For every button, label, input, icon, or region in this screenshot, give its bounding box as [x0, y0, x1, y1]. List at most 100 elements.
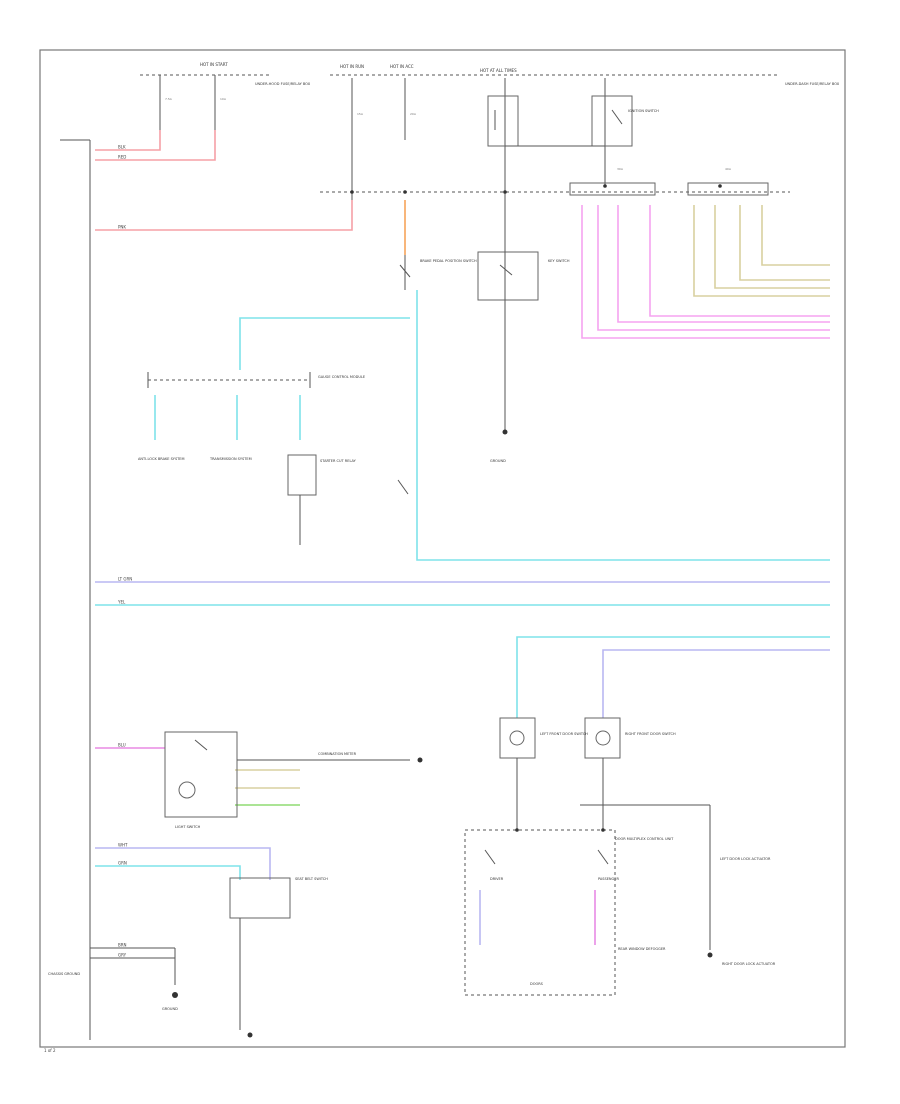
- labels: HOT AT ALL TIMES HOT IN RUN HOT IN ACC H…: [44, 62, 840, 1053]
- label-starter-cut: STARTER CUT RELAY: [320, 459, 357, 463]
- label-key-switch: KEY SWITCH: [548, 259, 570, 263]
- ground-points: [172, 184, 722, 1038]
- conn-box-1: [569, 182, 656, 196]
- label-hot-in-start: HOT IN START: [200, 62, 228, 67]
- lamp-meter: [178, 781, 196, 799]
- ground-dot: [515, 828, 519, 832]
- wire-color-tag: PNK: [118, 225, 126, 230]
- khaki-wire-4: [761, 205, 830, 266]
- label-right-door-lock: RIGHT DOOR LOCK ACTUATOR: [722, 962, 776, 966]
- ground-dot: [718, 184, 722, 188]
- ground-dot: [247, 1032, 253, 1038]
- label-left-door-switch: LEFT FRONT DOOR SWITCH: [540, 732, 588, 736]
- label-doors: DOORS: [530, 982, 544, 986]
- ground-dot: [417, 757, 423, 763]
- starter-cut-relay: [287, 454, 317, 496]
- red-wire-2: [95, 130, 216, 161]
- label-brake-switch: BRAKE PEDAL POSITION SWITCH: [420, 259, 477, 263]
- wire-color-tag: WHT: [118, 843, 128, 848]
- relay-box-2: [591, 95, 633, 147]
- wire-color-tag: GRY: [118, 953, 127, 958]
- fuse-tag: 20A: [410, 112, 417, 116]
- lamps: [178, 730, 611, 799]
- ground-dot: [172, 992, 178, 998]
- lamp-left-door: [509, 730, 525, 746]
- ground-dot: [403, 190, 407, 194]
- switch-key: [499, 264, 513, 276]
- wire-color-tag: BLU: [118, 743, 126, 748]
- wire-color-tag: GRN: [118, 861, 127, 866]
- label-combination-meter: COMBINATION METER: [318, 752, 357, 756]
- label-under-dash-fuse: UNDER-DASH FUSE/RELAY BOX: [785, 82, 840, 86]
- fuse-tag: 10A: [220, 97, 227, 101]
- wire-color-tag: BRN: [118, 943, 127, 948]
- wire-tags: BLK RED PNK LT GRN YEL BLU WHT GRN BRN GRY 7.5A 10A…: [117, 97, 732, 958]
- cyan-wire-seat: [95, 865, 241, 880]
- fuse-tag: 30A: [617, 167, 624, 171]
- pink-wire-1: [581, 205, 830, 339]
- light-switch-box: [164, 731, 238, 818]
- switch-key-2: [397, 479, 409, 495]
- label-anti-lock: ANTI-LOCK BRAKE SYSTEM: [138, 457, 185, 461]
- seat-belt-box: [229, 877, 291, 919]
- label-door-multiplex: DOOR MULTIPLEX CONTROL UNIT: [615, 837, 674, 841]
- ground-dot: [350, 190, 354, 194]
- circuit-lines: [60, 74, 790, 1040]
- conn-box-2: [687, 182, 769, 196]
- ground-dot: [503, 190, 507, 194]
- ground-dot: [601, 828, 605, 832]
- diagram-frame: [39, 49, 846, 1048]
- left-door-switch: [499, 717, 536, 759]
- switch-relay-2: [611, 109, 623, 125]
- right-door-switch: [584, 717, 621, 759]
- pink-wire-4: [649, 205, 830, 317]
- wire-color-tag: LT GRN: [118, 577, 132, 582]
- switch-door-left: [484, 849, 496, 865]
- label-passenger: PASSENGER: [598, 877, 619, 881]
- wire-color-tag: RED: [118, 155, 126, 160]
- cyan-wire-door: [516, 636, 830, 718]
- switch-brake: [399, 264, 411, 278]
- wire-color-tag: BLK: [118, 145, 126, 150]
- label-hot-in-acc: HOT IN ACC: [390, 64, 414, 69]
- label-gauge-control: GAUGE CONTROL MODULE: [318, 375, 365, 379]
- red-wire-3: [95, 200, 353, 231]
- khaki-wire-3: [739, 205, 830, 281]
- purple-wire-door: [602, 649, 830, 718]
- wires: [95, 130, 830, 945]
- pink-wire-3: [617, 205, 830, 323]
- purple-wire-seat: [95, 847, 271, 880]
- lamp-right-door: [595, 730, 611, 746]
- cyan-wire-gauge: [239, 317, 410, 370]
- label-light-switch: LIGHT SWITCH: [175, 825, 201, 829]
- label-chassis-ground: CHASSIS GROUND: [48, 972, 80, 976]
- wire-color-tag: YEL: [117, 600, 126, 605]
- label-ignition-switch: IGNITION SWITCH: [628, 109, 659, 113]
- label-left-door-lock: LEFT DOOR LOCK ACTUATOR: [720, 857, 771, 861]
- fuse-tag: 7.5A: [165, 97, 173, 101]
- switch-door-right: [597, 849, 609, 865]
- label-seat-belt: SEAT BELT SWITCH: [295, 877, 328, 881]
- ground-dot: [707, 952, 713, 958]
- label-engine-room-fuse: UNDER-HOOD FUSE/RELAY BOX: [255, 82, 311, 86]
- khaki-wire-1: [693, 205, 830, 297]
- pink-wire-2: [597, 205, 830, 331]
- switch-symbols: [194, 109, 623, 865]
- relay-box-1: [487, 95, 519, 147]
- label-hot-at-all-times: HOT AT ALL TIMES: [480, 68, 517, 73]
- label-ground: GROUND: [162, 1007, 178, 1011]
- door-area-frame: [464, 829, 616, 996]
- label-defogger: REAR WINDOW DEFOGGER: [618, 947, 666, 951]
- label-transmission: TRANSMISSION SYSTEM: [209, 457, 252, 461]
- switch-light: [194, 739, 208, 751]
- label-hot-in-run: HOT IN RUN: [340, 64, 364, 69]
- fuse-tag: 40A: [725, 167, 732, 171]
- ground-dot: [603, 184, 607, 188]
- label-driver: DRIVER: [490, 877, 504, 881]
- cyan-wire-brake: [416, 290, 830, 561]
- ground-dot: [502, 429, 508, 435]
- label-right-door-switch: RIGHT FRONT DOOR SWITCH: [625, 732, 676, 736]
- key-switch-box: [477, 251, 539, 301]
